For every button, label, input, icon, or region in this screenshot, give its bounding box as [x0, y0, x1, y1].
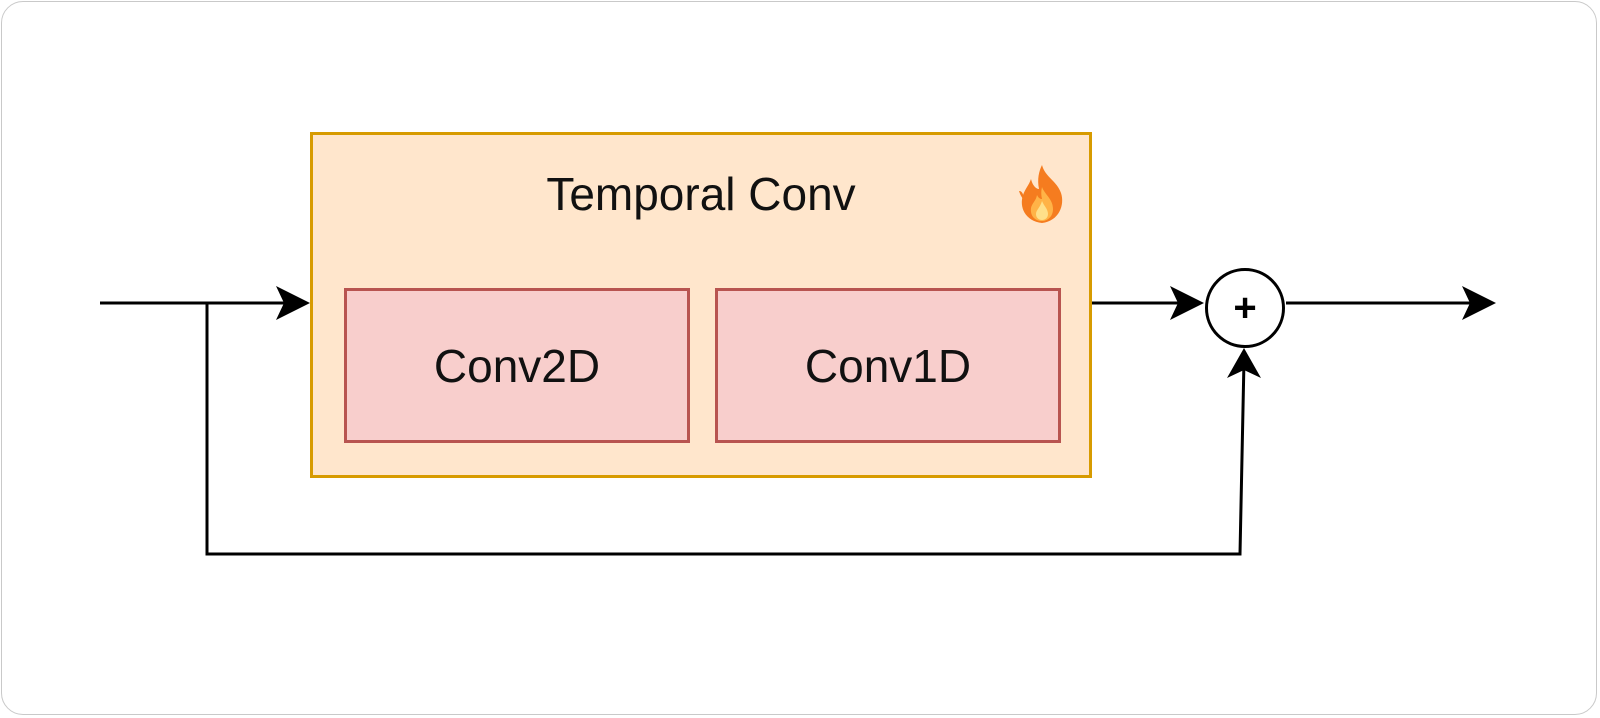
sum-node: +: [1205, 268, 1285, 348]
conv1d-block: Conv1D: [715, 288, 1061, 443]
sum-input-arrowhead: [1170, 286, 1204, 320]
temporal-conv-block: Temporal Conv Conv2D Conv1D: [310, 132, 1092, 478]
output-arrowhead: [1462, 286, 1496, 320]
temporal-conv-title: Temporal Conv: [546, 168, 856, 220]
fire-icon: [1019, 165, 1063, 223]
residual-arrowhead: [1227, 348, 1261, 378]
residual-skip-edge: [205, 303, 1246, 556]
conv2d-block: Conv2D: [344, 288, 690, 443]
input-arrowhead: [276, 286, 310, 320]
